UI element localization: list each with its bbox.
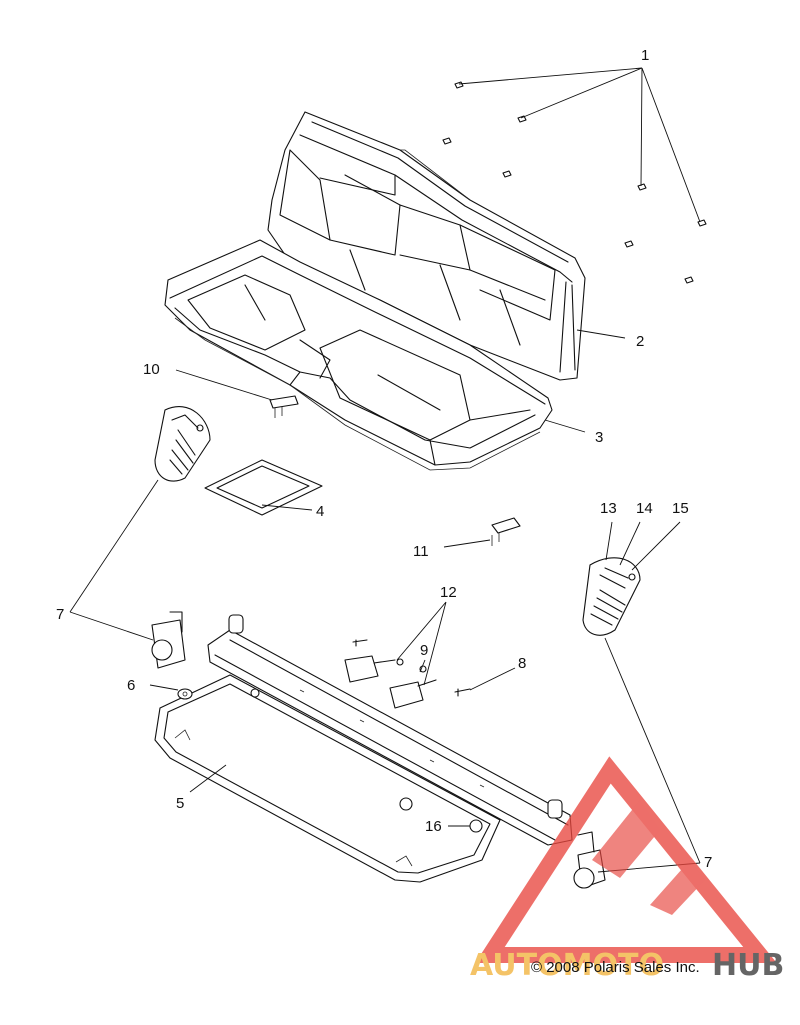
callout-14: 14 bbox=[636, 500, 653, 517]
callout-6: 6 bbox=[127, 677, 135, 694]
fastener-set-1 bbox=[442, 81, 707, 284]
watermark-text-right: HUB bbox=[712, 948, 784, 983]
callout-2: 2 bbox=[636, 333, 644, 350]
callout-5: 5 bbox=[176, 795, 184, 812]
callout-1: 1 bbox=[641, 47, 649, 64]
callout-15: 15 bbox=[672, 500, 689, 517]
seatbelt-retractor-right bbox=[573, 831, 606, 889]
callout-16: 16 bbox=[425, 818, 442, 835]
seat-backrest bbox=[267, 111, 586, 381]
clip-part-11 bbox=[491, 517, 521, 546]
seatbelt-buckle-assembly bbox=[344, 639, 471, 709]
callout-4: 4 bbox=[316, 503, 324, 520]
copyright-text: © 2008 Polaris Sales Inc. bbox=[531, 959, 700, 976]
callout-7-left: 7 bbox=[56, 606, 64, 623]
seat-cushion bbox=[164, 239, 553, 471]
seat-base-tray bbox=[154, 674, 501, 883]
callout-7-right: 7 bbox=[704, 854, 712, 871]
callout-12: 12 bbox=[440, 584, 457, 601]
callout-numbers: 1 2 3 4 10 11 7 12 9 8 6 5 16 13 14 15 7 bbox=[56, 47, 712, 871]
seatbelt-retractor-left bbox=[151, 611, 186, 669]
callout-10: 10 bbox=[143, 361, 160, 378]
callout-8: 8 bbox=[518, 655, 526, 672]
clip-part-10 bbox=[269, 395, 299, 418]
pad-part-4 bbox=[204, 459, 323, 516]
automotohub-watermark: AUTOMOTO HUB bbox=[470, 756, 784, 983]
seatbelt-buckle-left-detail bbox=[154, 406, 211, 482]
nut-part-6 bbox=[177, 688, 193, 700]
watermark-text-left: AUTOMOTO bbox=[470, 948, 664, 983]
callout-9: 9 bbox=[420, 642, 428, 659]
callout-13: 13 bbox=[600, 500, 617, 517]
callout-3: 3 bbox=[595, 429, 603, 446]
seatbelt-buckle-right-detail bbox=[582, 557, 641, 636]
callout-11: 11 bbox=[413, 543, 429, 560]
